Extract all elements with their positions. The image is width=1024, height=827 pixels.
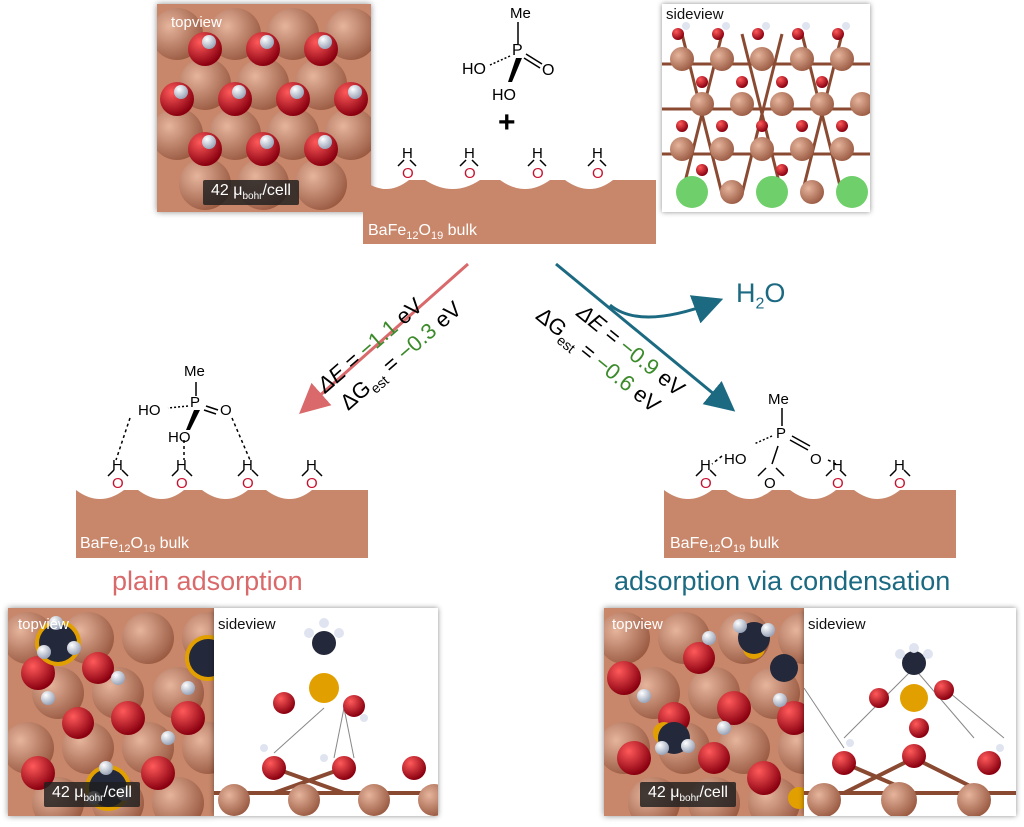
o-atoms-side [672, 28, 848, 176]
mol-ho2: HO [492, 87, 516, 104]
left-adsorbed-structure: Me P O HO HO H O H O H O H O [76, 363, 368, 558]
top-slab: H O H O H O H O [363, 146, 656, 244]
right-oh-h-3: H [832, 457, 843, 474]
right-moment-badge: 42 μbohr/cell [640, 782, 736, 808]
left-title: plain adsorption [112, 566, 303, 596]
oh-h-1: H [402, 146, 413, 162]
left-topview-label: topview [18, 616, 69, 633]
left-sideview-label: sideview [218, 616, 276, 633]
left-oh-h-1: H [112, 457, 123, 474]
mol-o: O [542, 62, 554, 79]
left-mol-o: O [220, 402, 232, 419]
top-moment-badge: 42 μbohr/cell [203, 180, 299, 206]
top-sideview-render [662, 22, 870, 208]
right-sideview-panel: sideview [804, 608, 1016, 816]
right-mol-me: Me [768, 391, 789, 408]
top-sideview-label: sideview [666, 6, 724, 23]
top-molecule: Me P O HO HO [462, 5, 554, 104]
left-oh-h-2: H [176, 457, 187, 474]
right-oh-o-4: O [894, 475, 906, 492]
h-atoms-side [682, 22, 850, 30]
right-mol-p: P [776, 425, 786, 442]
right-oh-h-4: H [894, 457, 905, 474]
top-topview-render [157, 8, 371, 210]
right-topview-label: topview [612, 616, 663, 633]
top-hydroxyls [397, 159, 607, 167]
left-mol-me: Me [184, 363, 205, 380]
right-oh-o-3: O [832, 475, 844, 492]
left-mol-p: P [190, 394, 200, 411]
right-sideview-label: sideview [808, 616, 866, 633]
left-moment-badge: 42 μbohr/cell [44, 782, 140, 808]
right-oh-h-1: H [700, 457, 711, 474]
right-mol-ho: HO [724, 451, 747, 468]
left-oh-h-3: H [242, 457, 253, 474]
plus-sign: + [498, 106, 516, 139]
oh-groups [160, 32, 368, 166]
left-sideview-render [214, 618, 438, 816]
ba-atoms [676, 176, 868, 208]
oh-o-2: O [464, 165, 476, 182]
water-arrow [609, 295, 724, 324]
top-topview-panel: topview 42 μbohr/cell [157, 4, 371, 212]
left-oh-o-3: O [242, 475, 254, 492]
water-label: H2O [736, 278, 786, 313]
oh-o-1: O [402, 165, 414, 182]
top-sideview-panel: sideview [662, 4, 870, 212]
left-oh-o-4: O [306, 475, 318, 492]
oh-h-4: H [592, 146, 603, 162]
left-slab-label: BaFe12O19 bulk [80, 535, 189, 556]
right-sideview-render [804, 643, 1016, 816]
right-title: adsorption via condensation [614, 566, 951, 596]
left-oh-h-4: H [306, 457, 317, 474]
right-topview-panel: topview 42 μbohr/cell [604, 608, 804, 816]
mol-ho1: HO [462, 61, 486, 78]
left-topview-panel: topview 42 μbohr/cell [8, 608, 214, 816]
oh-h-3: H [532, 146, 543, 162]
oh-o-4: O [592, 165, 604, 182]
right-oh-o-1: O [700, 475, 712, 492]
left-oh-o-1: O [112, 475, 124, 492]
right-slab-label: BaFe12O19 bulk [670, 535, 779, 556]
moment-sub: bohr [242, 191, 263, 203]
mol-p: P [512, 42, 523, 59]
left-mol-ho2: HO [168, 429, 191, 446]
left-oh-o-2: O [176, 475, 188, 492]
fe-atoms-side [670, 47, 870, 204]
top-slab-label: BaFe12O19 bulk [368, 222, 477, 243]
top-topview-label: topview [171, 14, 222, 31]
oh-o-3: O [532, 165, 544, 182]
moment-value: 42 μ [211, 182, 243, 199]
mol-me: Me [510, 5, 531, 22]
right-mol-o: O [810, 451, 822, 468]
left-sideview-panel: sideview [214, 608, 438, 816]
oh-h-2: H [464, 146, 475, 162]
moment-unit: /cell [262, 182, 291, 199]
left-mol-ho1: HO [138, 402, 161, 419]
right-bridge-o: O [764, 475, 776, 492]
right-adsorbed-structure: Me P O HO H O O H O H O [664, 391, 956, 558]
